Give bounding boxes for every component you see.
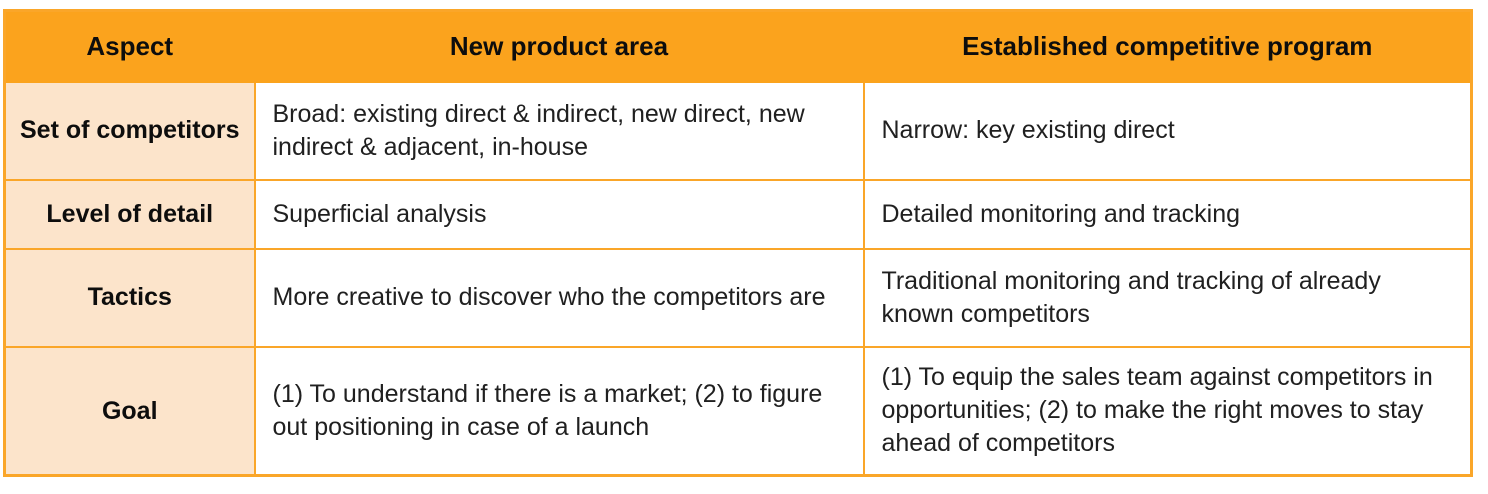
cell-goal-new-product-area: (1) To understand if there is a market; … [253, 345, 865, 477]
table-row-tactics: Tactics More creative to discover who th… [3, 247, 1473, 348]
row-label-level-of-detail: Level of detail [3, 178, 256, 250]
cell-tactics-established-program: Traditional monitoring and tracking of a… [862, 247, 1473, 348]
table-row-goal: Goal (1) To understand if there is a mar… [3, 345, 1473, 477]
cell-set-of-competitors-new-product-area: Broad: existing direct & indirect, new d… [253, 80, 865, 181]
row-label-set-of-competitors: Set of competitors [3, 80, 256, 181]
header-cell-new-product-area: New product area [253, 9, 865, 83]
header-row: Aspect New product area Established comp… [3, 9, 1473, 83]
table-row-set-of-competitors: Set of competitors Broad: existing direc… [3, 80, 1473, 181]
cell-tactics-new-product-area: More creative to discover who the compet… [253, 247, 865, 348]
row-label-tactics: Tactics [3, 247, 256, 348]
row-label-goal: Goal [3, 345, 256, 477]
table-row-level-of-detail: Level of detail Superficial analysis Det… [3, 178, 1473, 250]
header-cell-established-competitive-program: Established competitive program [862, 9, 1473, 83]
cell-level-of-detail-established-program: Detailed monitoring and tracking [862, 178, 1473, 250]
cell-level-of-detail-new-product-area: Superficial analysis [253, 178, 865, 250]
cell-goal-established-program: (1) To equip the sales team against comp… [862, 345, 1473, 477]
cell-set-of-competitors-established-program: Narrow: key existing direct [862, 80, 1473, 181]
header-cell-aspect: Aspect [3, 9, 256, 83]
comparison-table: Aspect New product area Established comp… [3, 9, 1473, 477]
